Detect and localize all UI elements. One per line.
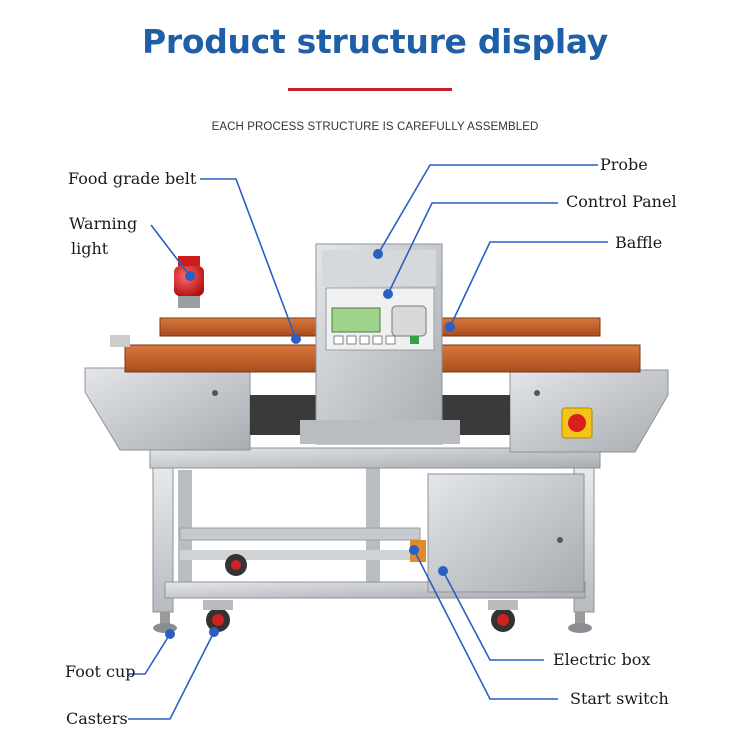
electric-box-body — [410, 473, 585, 593]
detector-head — [300, 243, 460, 445]
label-probe: Probe — [600, 155, 648, 174]
label-warning-light-line2: light — [71, 239, 109, 258]
warning-light-illustration — [174, 256, 204, 308]
label-casters: Casters — [66, 709, 128, 728]
page-subtitle: EACH PROCESS STRUCTURE IS CAREFULLY ASSE… — [211, 121, 539, 133]
label-warning-light-line1: Warning — [69, 214, 138, 233]
title-underline — [288, 88, 452, 91]
page-title: Product structure display — [141, 22, 608, 61]
label-electric-box: Electric box — [553, 650, 651, 669]
label-baffle: Baffle — [615, 233, 663, 252]
start-switch-illustration — [561, 407, 593, 439]
label-food-grade-belt: Food grade belt — [68, 169, 197, 188]
label-control-panel: Control Panel — [566, 192, 677, 211]
label-foot-cup: Foot cup — [65, 662, 136, 681]
label-start-switch: Start switch — [570, 689, 669, 708]
foot-cups — [153, 612, 592, 633]
